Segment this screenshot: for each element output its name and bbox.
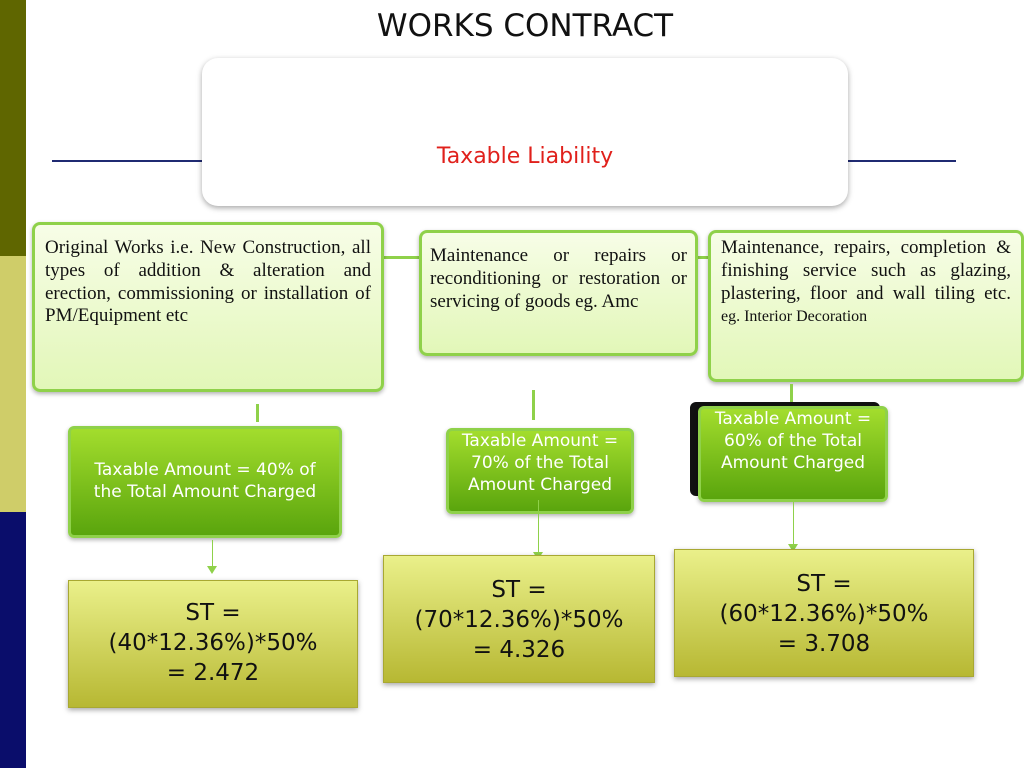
taxable-amount-40: Taxable Amount = 40% of the Total Amount…: [68, 426, 342, 538]
category-text: Maintenance, repairs, completion & finis…: [721, 237, 1011, 304]
stem-cat3: [790, 384, 793, 404]
service-tax-60: ST = (60*12.36%)*50% = 3.708: [674, 549, 974, 677]
category-text: Original Works i.e. New Construction, al…: [45, 237, 371, 327]
service-tax-70: ST = (70*12.36%)*50% = 4.326: [383, 555, 655, 683]
category-maintenance-goods: Maintenance or repairs or reconditioning…: [419, 230, 698, 356]
stem-cat1: [256, 404, 259, 422]
stripe-bottom: [0, 512, 26, 768]
service-tax-40: ST = (40*12.36%)*50% = 2.472: [68, 580, 358, 708]
page-title: WORKS CONTRACT: [376, 8, 674, 44]
st-label: ST =: [491, 577, 547, 603]
stem-cat2: [532, 390, 535, 420]
category-text: Maintenance or repairs or reconditioning…: [430, 245, 687, 312]
arrowhead-1: [207, 566, 217, 574]
amount-label: Taxable Amount = 70% of the Total Amount…: [461, 431, 619, 495]
st-label: ST =: [185, 600, 241, 627]
divider-right: [846, 160, 956, 162]
connector-cat2-cat3: [698, 256, 710, 259]
amount-label: Taxable Amount = 40% of the Total Amount…: [93, 460, 317, 502]
root-node: Taxable Liability: [202, 58, 848, 206]
arrow-amount2-st2: [538, 500, 539, 556]
st-result: = 3.708: [777, 630, 871, 657]
taxable-amount-60: Taxable Amount = 60% of the Total Amount…: [698, 406, 888, 502]
stripe-middle: [0, 256, 26, 512]
category-original-works: Original Works i.e. New Construction, al…: [32, 222, 384, 392]
st-formula: (60*12.36%)*50%: [719, 600, 929, 627]
category-maintenance-finishing: Maintenance, repairs, completion & finis…: [708, 230, 1024, 382]
category-example: eg. Interior Decoration: [721, 308, 868, 326]
connector-cat1-cat2: [384, 256, 420, 259]
arrowhead-3: [788, 544, 798, 552]
arrow-amount3-st3: [793, 502, 794, 546]
divider-left: [52, 160, 204, 162]
st-formula: (70*12.36%)*50%: [414, 606, 624, 633]
st-result: = 4.326: [472, 636, 566, 663]
arrow-amount1-st1: [212, 540, 213, 570]
st-label: ST =: [796, 571, 852, 597]
root-label: Taxable Liability: [436, 143, 614, 169]
st-formula: (40*12.36%)*50%: [108, 630, 318, 657]
taxable-amount-70: Taxable Amount = 70% of the Total Amount…: [446, 428, 634, 514]
stripe-top: [0, 0, 26, 256]
amount-label: Taxable Amount = 60% of the Total Amount…: [714, 409, 872, 473]
st-result: = 2.472: [166, 659, 260, 686]
